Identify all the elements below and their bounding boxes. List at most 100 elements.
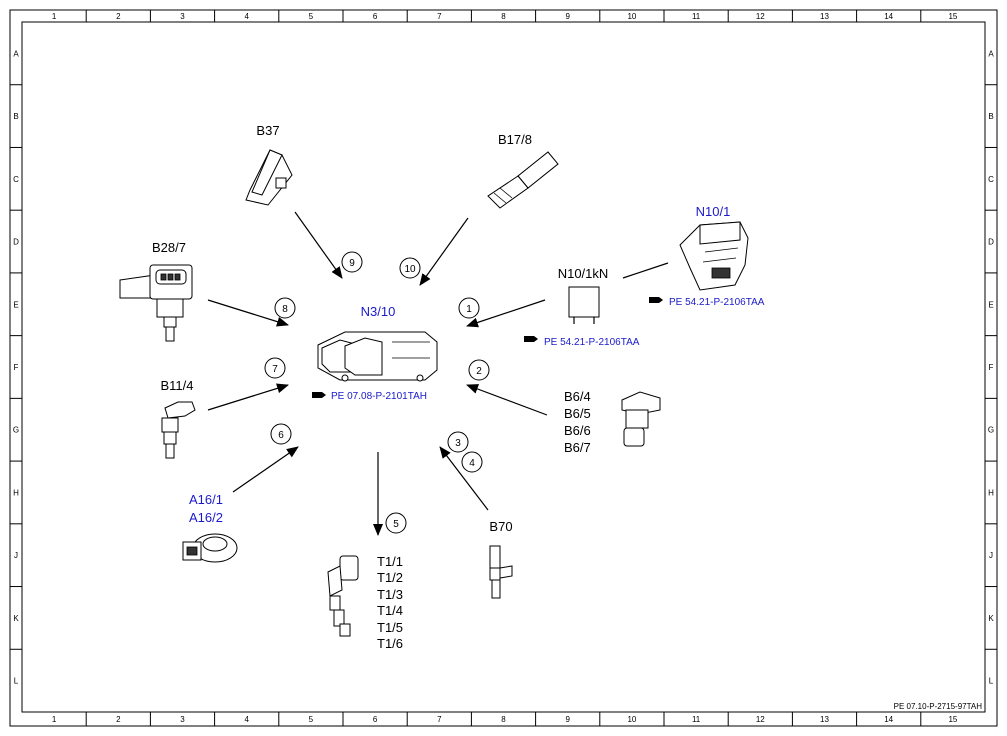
- svg-text:10: 10: [404, 264, 416, 275]
- n10-1kn-ref-link[interactable]: PE 54.21-P-2106TAA: [544, 337, 640, 348]
- b11-4-label: B11/4: [160, 378, 193, 393]
- b37-sensor-illustration: [245, 149, 293, 206]
- t1-label-1: T1/2: [377, 570, 403, 585]
- b28-7-label: B28/7: [152, 240, 186, 255]
- a16-label-0: A16/1: [189, 492, 223, 507]
- b11-4-sensor-illustration: [161, 401, 196, 459]
- b70-crankshaft-sensor-illustration: [489, 545, 513, 599]
- b6-label-0: B6/4: [564, 389, 591, 404]
- grid-row-label-left: F: [14, 363, 19, 372]
- grid-column-label-bottom: 7: [437, 715, 442, 724]
- n10-1-ref-link[interactable]: PE 54.21-P-2106TAA: [669, 297, 765, 308]
- n10-1kn-label: N10/1kN: [558, 266, 609, 281]
- grid-row-label-left: L: [14, 677, 19, 686]
- arrow-6: [232, 446, 299, 493]
- callout-8: 8: [274, 297, 296, 319]
- callout-10: 10: [399, 257, 421, 279]
- a16-label-1: A16/2: [189, 510, 223, 525]
- grid-row-label-left: C: [13, 175, 19, 184]
- arrow-2: [466, 384, 548, 416]
- arrow-3-4: [439, 446, 489, 511]
- b6-label-1: B6/5: [564, 406, 591, 421]
- grid-row-label-right: C: [988, 175, 994, 184]
- a16-knock-sensor-illustration: [182, 533, 238, 563]
- b17-8-sensor-illustration: [487, 151, 559, 209]
- grid-row-label-left: B: [13, 112, 18, 121]
- grid-column-label-top: 10: [627, 12, 636, 21]
- ecu-n3-10-illustration: [317, 331, 438, 382]
- grid-column-label-top: 11: [692, 12, 701, 21]
- grid-column-label-bottom: 14: [884, 715, 893, 724]
- svg-text:5: 5: [393, 519, 399, 530]
- n10-1-leader-line: [622, 262, 669, 279]
- grid-column-label-bottom: 13: [820, 715, 829, 724]
- grid-column-label-top: 15: [948, 12, 957, 21]
- arrow-1: [466, 299, 546, 328]
- b37-label: B37: [256, 123, 279, 138]
- b6-sensor-illustration: [621, 391, 661, 447]
- grid-column-label-bottom: 9: [565, 715, 570, 724]
- grid-row-label-right: J: [989, 551, 993, 560]
- grid-column-label-bottom: 10: [627, 715, 636, 724]
- grid-column-label-top: 13: [820, 12, 829, 21]
- grid-column-label-bottom: 5: [309, 715, 314, 724]
- grid-row-label-right: H: [988, 488, 994, 497]
- grid-column-label-top: 2: [116, 12, 121, 21]
- arrow-9: [294, 211, 343, 279]
- svg-text:4: 4: [469, 458, 475, 469]
- svg-text:2: 2: [476, 366, 482, 377]
- pointing-hand-icon: [524, 336, 538, 342]
- b70-label: B70: [489, 519, 512, 534]
- grid-row-label-left: J: [14, 551, 18, 560]
- svg-text:3: 3: [455, 438, 461, 449]
- n10-1-label: N10/1: [696, 204, 731, 219]
- grid-column-label-top: 6: [373, 12, 378, 21]
- b6-label-3: B6/7: [564, 440, 591, 455]
- callout-7: 7: [264, 357, 286, 379]
- grid-row-label-left: K: [13, 614, 19, 623]
- pointing-hand-icon: [649, 297, 663, 303]
- grid-column-label-top: 8: [501, 12, 506, 21]
- grid-row-label-left: G: [13, 426, 19, 435]
- grid-row-label-left: E: [13, 300, 18, 309]
- b6-label-2: B6/6: [564, 423, 591, 438]
- callout-4: 4: [461, 451, 483, 473]
- center-ref-link[interactable]: PE 07.08-P-2101TAH: [331, 391, 427, 402]
- outer-frame: [9, 9, 998, 727]
- grid-column-label-top: 3: [180, 12, 185, 21]
- svg-text:7: 7: [272, 364, 278, 375]
- t1-label-2: T1/3: [377, 587, 403, 602]
- t1-label-0: T1/1: [377, 554, 403, 569]
- grid-row-label-right: E: [988, 300, 993, 309]
- grid-column-label-bottom: 3: [180, 715, 185, 724]
- grid-column-label-bottom: 6: [373, 715, 378, 724]
- t1-label-4: T1/5: [377, 620, 403, 635]
- callout-5: 5: [385, 512, 407, 534]
- arrow-10: [419, 217, 469, 286]
- svg-text:9: 9: [349, 258, 355, 269]
- n10-1-module-illustration: [679, 221, 749, 291]
- inner-frame: [21, 21, 986, 713]
- t1-ignition-coil-illustration: [327, 555, 359, 637]
- arrow-8: [207, 299, 289, 327]
- grid-column-label-top: 5: [309, 12, 314, 21]
- grid-column-label-top: 7: [437, 12, 442, 21]
- grid-row-label-right: F: [989, 363, 994, 372]
- grid-column-label-bottom: 4: [244, 715, 249, 724]
- grid-row-label-right: D: [988, 238, 994, 247]
- svg-text:8: 8: [282, 304, 288, 315]
- grid-row-label-right: A: [988, 49, 994, 58]
- svg-text:1: 1: [466, 304, 472, 315]
- callout-3: 3: [447, 431, 469, 453]
- callout-1: 1: [458, 297, 480, 319]
- center-label: N3/10: [361, 304, 396, 319]
- grid-column-label-top: 12: [756, 12, 765, 21]
- grid-row-label-right: K: [988, 614, 994, 623]
- callout-6: 6: [270, 423, 292, 445]
- n10-1kn-relay-illustration: [568, 286, 600, 324]
- grid-row-label-right: G: [988, 426, 994, 435]
- grid-column-label-top: 4: [244, 12, 249, 21]
- b28-7-sensor-illustration: [119, 264, 193, 342]
- grid-column-label-bottom: 12: [756, 715, 765, 724]
